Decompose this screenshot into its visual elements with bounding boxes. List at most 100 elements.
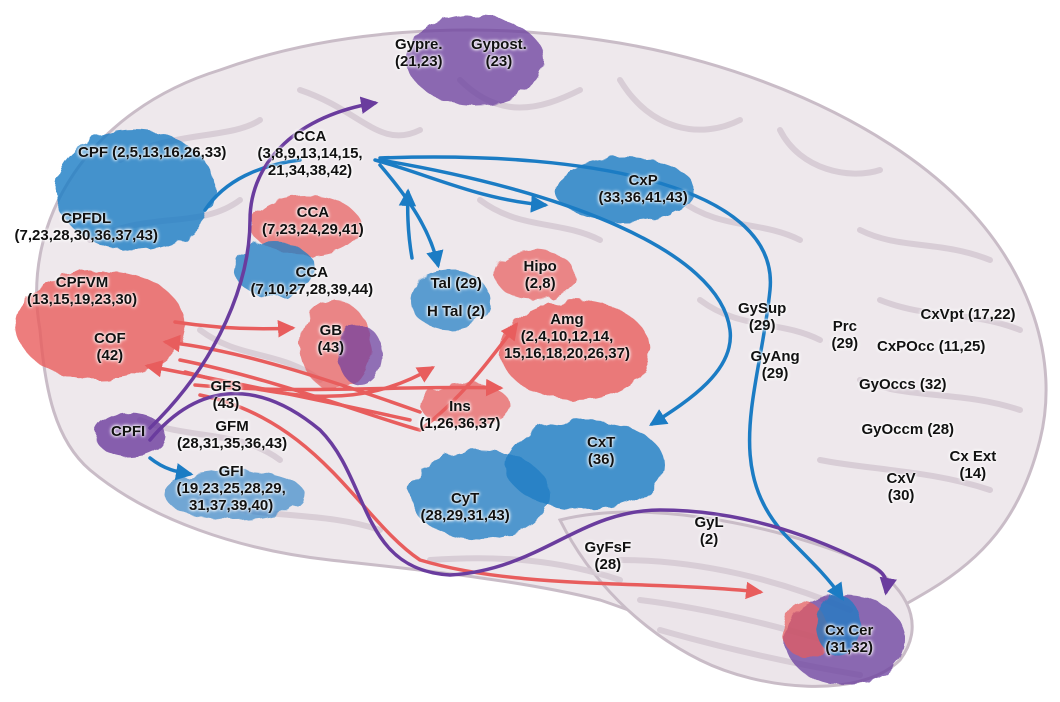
region-label-cxpocc: CxPOcc (11,25) (877, 338, 985, 355)
region-label-line: Ins (449, 398, 471, 415)
region-label-line: (7,10,27,28,39,44) (250, 281, 374, 298)
arrow-cpfi-to-precentral (148, 96, 379, 430)
region-label-line: (7,23,24,29,41) (262, 221, 364, 238)
blotch-gyprepost (407, 15, 543, 105)
region-label-line: (29) (831, 335, 859, 352)
region-label-line: GB (319, 322, 343, 339)
region-label-line: CCA (295, 264, 329, 281)
blotch-cxcer-blue (816, 595, 860, 655)
region-label-cof: COF(42) (94, 330, 126, 364)
region-label-hipo: Hipo(2,8) (524, 258, 557, 292)
region-label-line: GyFsF (584, 539, 632, 556)
region-label-line: (28,29,31,43) (420, 507, 510, 524)
arrow-cpf-to-cca (203, 158, 302, 212)
arrow-cof-to-gb (173, 320, 296, 338)
region-label-line: Prc (832, 318, 857, 335)
region-label-gfs: GFS(43) (211, 378, 242, 412)
blotch-amg (500, 300, 650, 400)
blotch-gb-purple (338, 325, 382, 385)
region-label-line: (2) (699, 531, 719, 548)
region-blotches (15, 15, 905, 685)
region-label-line: CPFDL (61, 210, 112, 227)
arrow-cpfi-to-gfi (148, 456, 194, 481)
region-label-line: (31,32) (825, 639, 873, 656)
region-label-line: GFS (210, 378, 242, 395)
region-label-cxext: Cx Ext(14) (950, 448, 997, 482)
region-label-cxv: CxV(30) (887, 470, 916, 504)
arrow-cof-to-tal (183, 366, 436, 399)
region-label-line: COF (94, 330, 126, 347)
region-label-gfi: GFI(19,23,25,28,29,31,37,39,40) (177, 463, 286, 514)
region-label-line: CxP (628, 172, 658, 189)
region-label-cyt: CyT(28,29,31,43) (421, 490, 510, 524)
region-label-cpf: CPF (2,5,13,16,26,33) (78, 144, 226, 161)
region-label-line: (42) (96, 347, 124, 364)
region-label-gyang: GyAng(29) (751, 348, 800, 382)
region-label-line: GyAng (750, 348, 800, 365)
region-label-line: 21,34,38,42) (267, 162, 353, 179)
region-label-line: CPF (2,5,13,16,26,33) (78, 144, 227, 161)
region-label-line: GySup (738, 300, 787, 317)
region-label-line: (2,4,10,12,14, (520, 328, 614, 345)
region-label-cpfdl: CPFDL(7,23,28,30,36,37,43) (15, 210, 158, 244)
region-label-line: CxT (587, 434, 616, 451)
region-label-line: 15,16,18,20,26,37) (504, 345, 630, 362)
region-label-line: (23) (485, 53, 513, 70)
region-label-cxcer: Cx Cer(31,32) (825, 622, 873, 656)
blotch-cxp (555, 158, 695, 222)
arrow-ins-to-cof (162, 334, 422, 414)
region-label-line: GyOccs (32) (859, 376, 947, 393)
region-label-line: CCA (293, 128, 327, 145)
region-label-cca1: CCA(3,8,9,13,14,15,21,34,38,42) (258, 128, 363, 179)
region-label-line: Cx Cer (825, 622, 874, 639)
region-label-line: (2,8) (524, 275, 556, 292)
region-label-line: GFM (215, 418, 249, 435)
region-label-gypost: Gypost.(23) (471, 36, 527, 70)
region-label-cxt: CxT(36) (587, 434, 615, 468)
region-label-line: CCA (296, 204, 330, 221)
region-label-ins: Ins(1,26,36,37) (420, 398, 501, 432)
region-label-cxvpt: CxVpt (17,22) (921, 306, 1016, 323)
arrow-cca-to-cxp (373, 158, 549, 213)
region-label-cca3: CCA(7,10,27,28,39,44) (251, 264, 374, 298)
blue-arrows (148, 155, 844, 601)
region-label-line: Amg (550, 311, 584, 328)
region-label-gfm: GFM(28,31,35,36,43) (177, 418, 287, 452)
region-label-line: CPFI (111, 423, 146, 440)
region-label-gysup: GySup(29) (738, 300, 786, 334)
region-label-line: (14) (959, 465, 987, 482)
region-label-htal: H Tal (2) (427, 303, 485, 320)
region-label-line: Gypre. (395, 36, 443, 53)
blotch-cxcer-red (783, 602, 827, 658)
region-label-line: Tal (29) (430, 275, 482, 292)
arrow-cca-to-tal (378, 163, 444, 269)
region-label-line: (36) (587, 451, 615, 468)
region-label-line: Hipo (523, 258, 557, 275)
arrow-tal-to-cca (398, 188, 417, 260)
region-label-gyl: GyL(2) (695, 514, 724, 548)
region-label-cca2: CCA(7,23,24,29,41) (262, 204, 364, 238)
region-label-line: (29) (748, 317, 776, 334)
region-label-line: Gypost. (471, 36, 527, 53)
blotch-cpfvm (15, 270, 185, 380)
region-label-cxp: CxP(33,36,41,43) (599, 172, 688, 206)
arrow-cof-to-amg (178, 322, 519, 432)
region-label-gyfsf: GyFsF(28) (585, 539, 632, 573)
region-label-line: (29) (761, 365, 789, 382)
blotch-cyt (410, 450, 550, 540)
region-label-line: (13,15,19,23,30) (27, 291, 138, 308)
blotch-gfi (165, 470, 305, 520)
region-label-gyoccm: GyOccm (28) (862, 421, 955, 438)
blotch-cca3 (235, 242, 315, 298)
red-arrows (144, 320, 764, 600)
blotch-hipo (495, 250, 575, 300)
region-label-line: (3,8,9,13,14,15, (257, 145, 363, 162)
region-label-line: (33,36,41,43) (598, 189, 688, 206)
blotch-cpf (55, 130, 215, 250)
arrow-cof-to-cxcer (198, 393, 764, 600)
region-label-line: CPFVM (55, 274, 109, 291)
region-label-line: CyT (450, 490, 480, 507)
region-label-line: GFI (218, 463, 244, 480)
region-label-line: (7,23,28,30,36,37,43) (14, 227, 158, 244)
